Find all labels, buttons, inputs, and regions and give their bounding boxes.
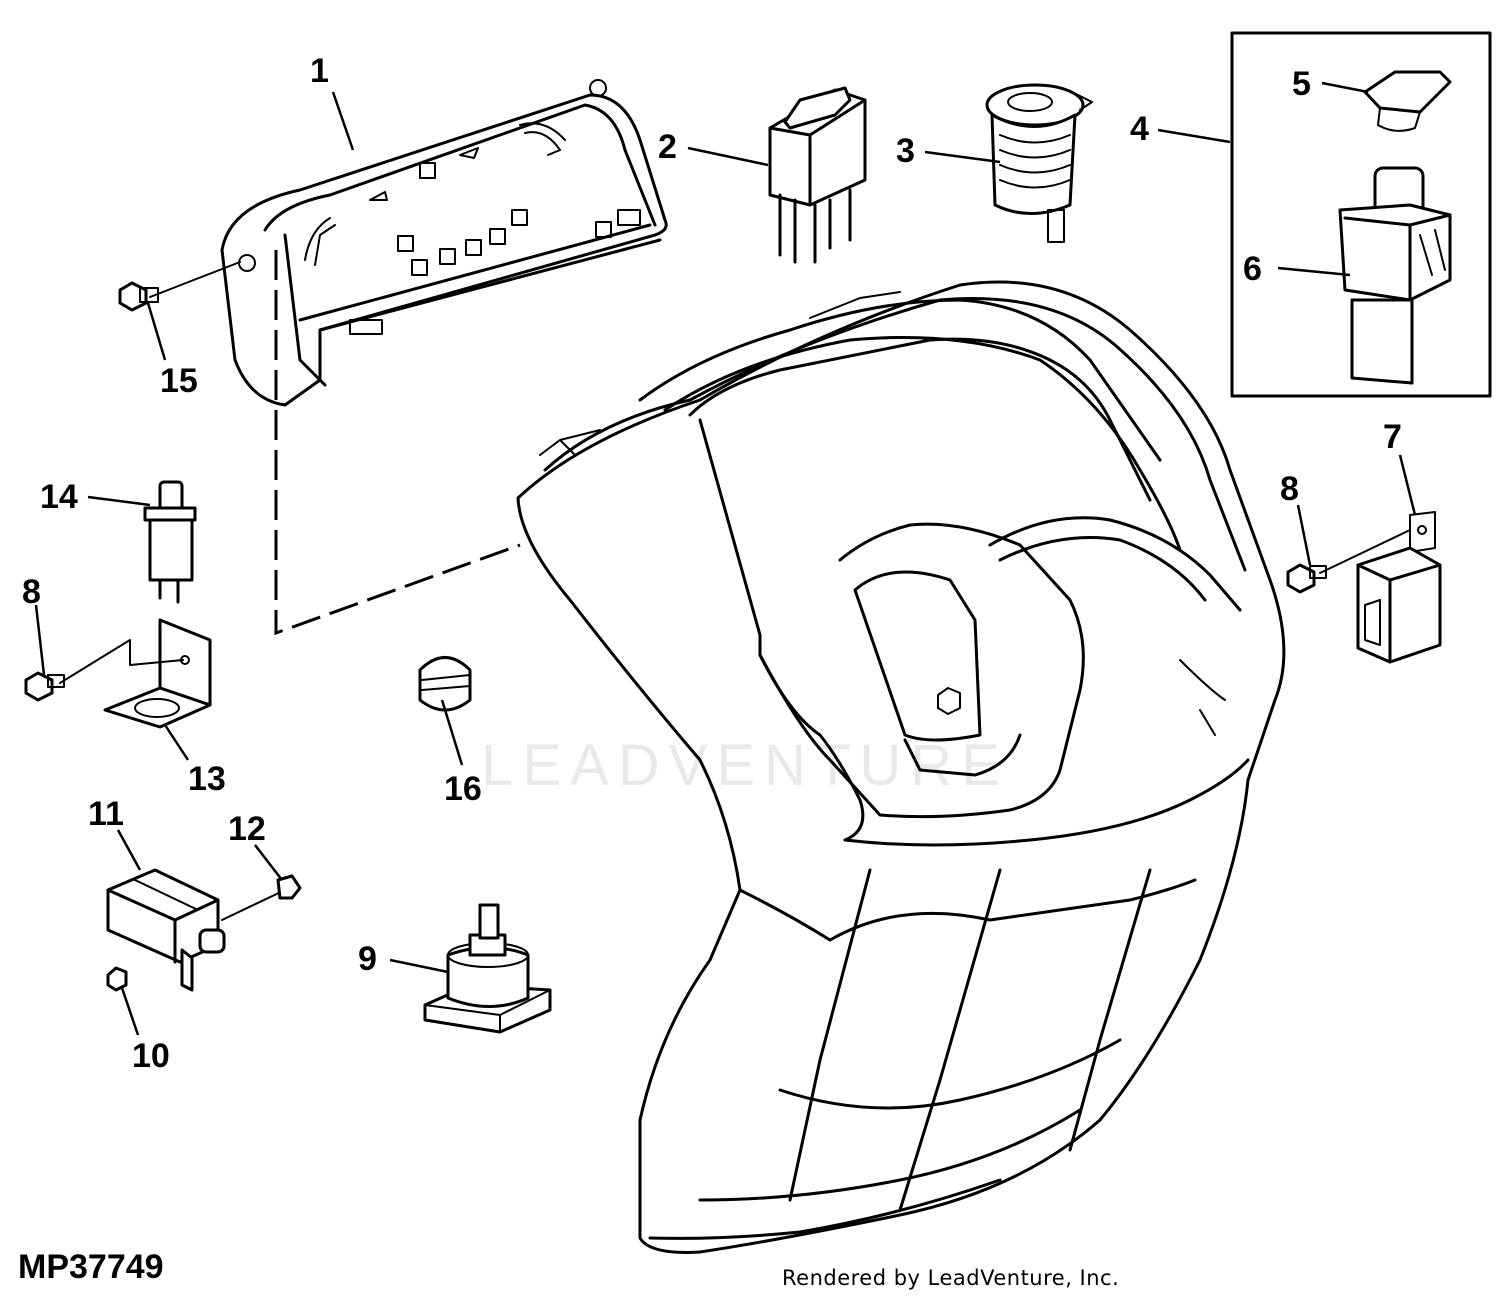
- callout-9: 9: [358, 940, 377, 978]
- part-13-bracket: [103, 618, 212, 729]
- callout-1: 1: [310, 52, 329, 90]
- callout-7: 7: [1383, 418, 1402, 456]
- leader-lines: [34, 81, 1417, 1036]
- callout-5: 5: [1292, 65, 1311, 103]
- part-6-push-switch: [1338, 166, 1452, 385]
- part-12-screw: [221, 874, 302, 921]
- part-9-rotary-switch: [423, 903, 552, 1034]
- callout-3: 3: [896, 132, 915, 170]
- callout-2: 2: [658, 128, 677, 166]
- render-credit: Rendered by LeadVenture, Inc.: [782, 1266, 1120, 1290]
- figure-id: MP37749: [18, 1248, 164, 1286]
- part-5-knob: [1363, 70, 1452, 132]
- part-14-plunger-switch: [143, 480, 197, 604]
- callout-14: 14: [40, 478, 78, 516]
- callout-4: 4: [1130, 110, 1149, 148]
- callout-6: 6: [1243, 250, 1262, 288]
- callout-13: 13: [188, 760, 226, 798]
- callout-labels: 1 2 3 4 5 6 7 8 8 9 10 11 12 13 14 15 16: [22, 52, 1402, 1075]
- part-8-screw-right: [1286, 529, 1411, 594]
- callout-12: 12: [228, 810, 266, 848]
- dashed-connection-line: [274, 250, 521, 636]
- part-4-switch-kit-box: [1230, 31, 1492, 398]
- callout-16: 16: [444, 770, 482, 808]
- part-8-screw-left: [24, 639, 184, 702]
- callout-10: 10: [132, 1037, 170, 1075]
- part-11-switch: [106, 868, 226, 992]
- callout-11: 11: [88, 795, 124, 833]
- callout-8-left: 8: [22, 573, 41, 611]
- part-2-rocker-switch: [768, 86, 867, 264]
- part-1-instrument-cluster: [220, 79, 668, 407]
- part-15-screw: [118, 261, 241, 312]
- hood-assembly: [516, 280, 1286, 1254]
- part-10-nut: [106, 966, 128, 992]
- callout-8-right: 8: [1280, 470, 1299, 508]
- part-16-plug: [418, 656, 472, 712]
- part-3-power-outlet: [985, 83, 1093, 243]
- part-7-relay: [1356, 511, 1442, 664]
- watermark-text: LEADVENTURE: [481, 733, 1009, 798]
- callout-15: 15: [160, 362, 198, 400]
